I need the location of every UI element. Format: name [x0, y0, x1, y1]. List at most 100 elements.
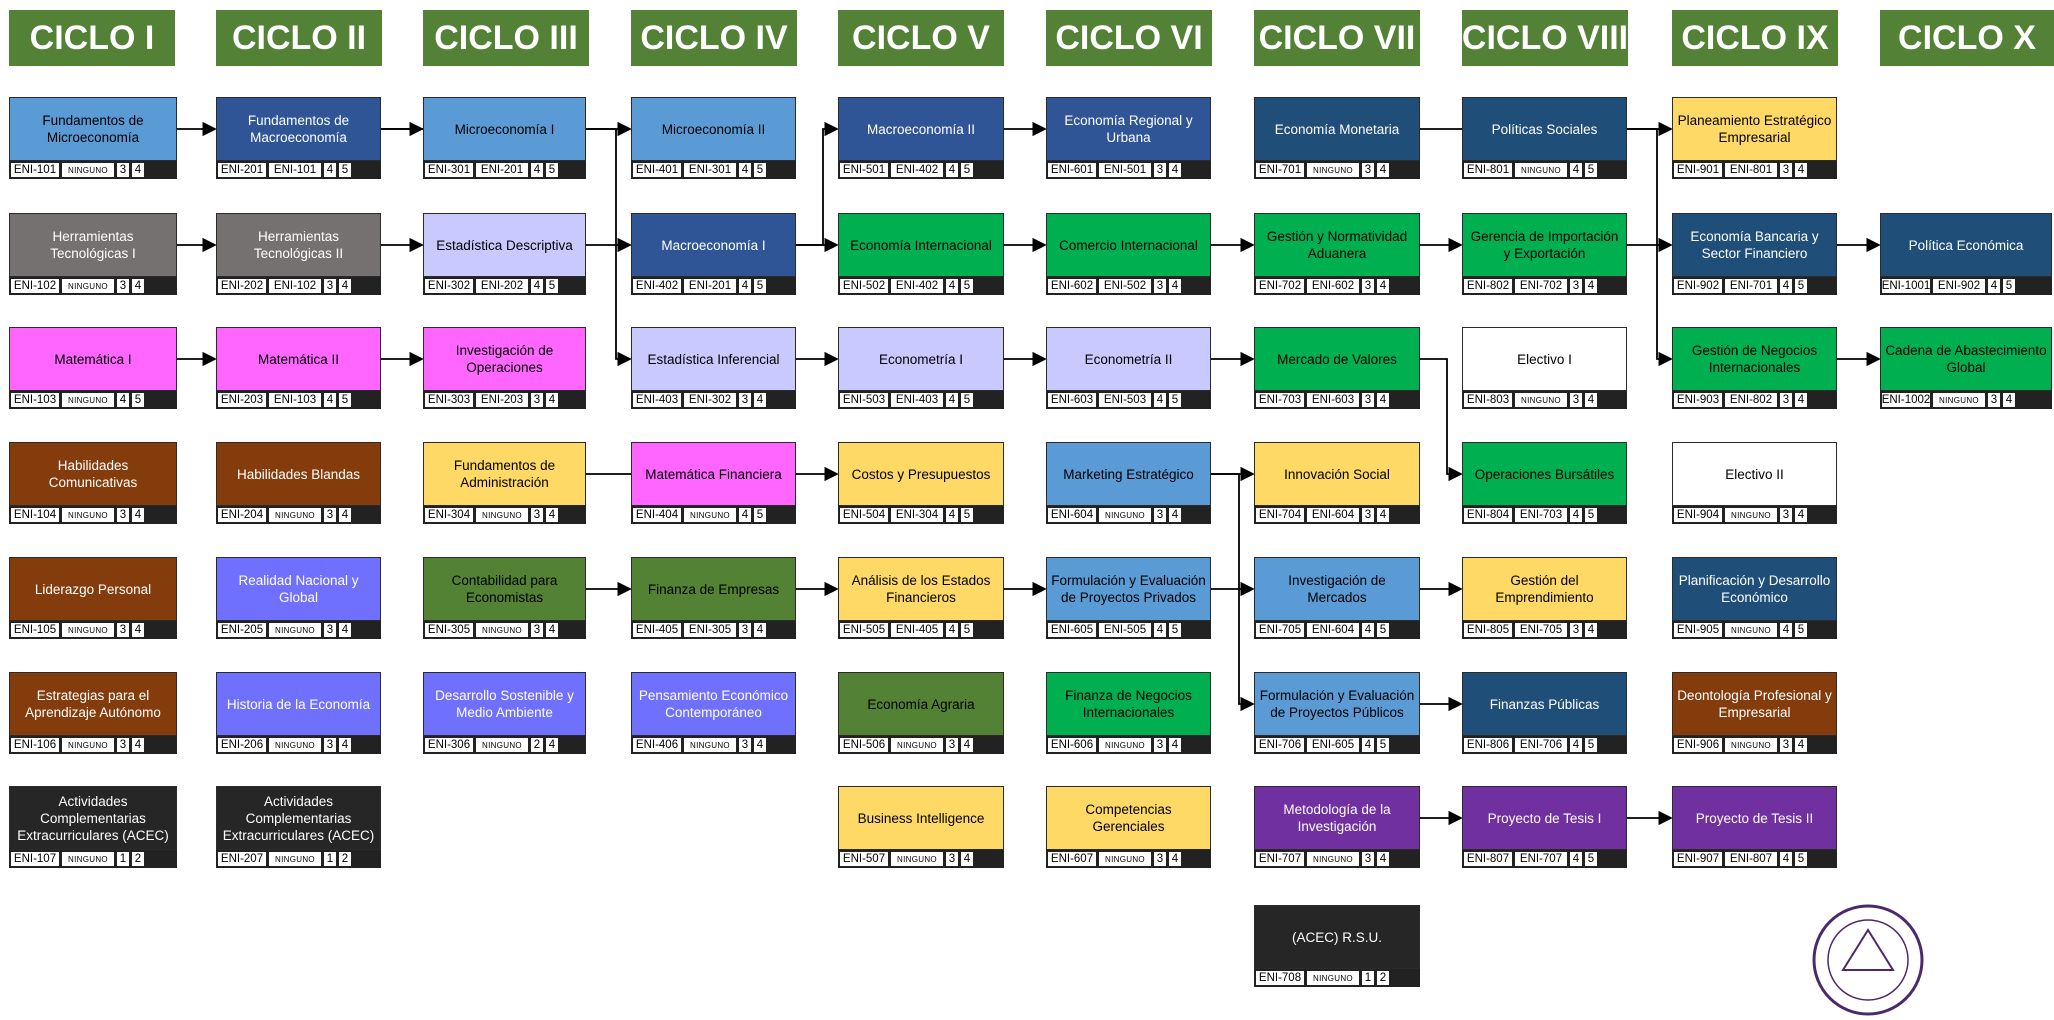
prerequisite-arrow [796, 121, 839, 246]
prerequisite-code: ENI-501 [1098, 162, 1152, 178]
course-code: ENI-207 [217, 851, 267, 867]
credits-value: 4 [945, 278, 959, 294]
prerequisite-code: ENI-807 [1724, 851, 1778, 867]
course-name: Deontología Profesional y Empresarial [1672, 672, 1837, 736]
course-name: Estadística Descriptiva [423, 213, 586, 277]
credits-value: 3 [1153, 507, 1167, 523]
prerequisite-code: NINGUNO [61, 507, 115, 523]
course-code: ENI-505 [839, 622, 889, 638]
course-card[interactable]: Estrategias para el Aprendizaje Autónomo… [9, 672, 177, 754]
course-code: ENI-306 [424, 737, 474, 753]
university-seal [1812, 904, 1924, 1016]
prerequisite-code: NINGUNO [268, 507, 322, 523]
course-code: ENI-606 [1047, 737, 1097, 753]
course-code: ENI-707 [1255, 851, 1305, 867]
course-name: Marketing Estratégico [1046, 442, 1211, 506]
prerequisite-code: NINGUNO [268, 851, 322, 867]
prerequisite-code: ENI-703 [1514, 507, 1568, 523]
course-name: Microeconomía II [631, 97, 796, 161]
course-code: ENI-1002 [1881, 392, 1931, 408]
prerequisite-code: NINGUNO [1724, 622, 1778, 638]
course-card[interactable]: Formulación y Evaluación de Proyectos Pr… [1046, 557, 1211, 639]
course-code: ENI-101 [10, 162, 60, 178]
credits-value: 3 [1569, 622, 1583, 638]
hours-value: 4 [1794, 162, 1808, 178]
hours-value: 5 [2002, 278, 2016, 294]
course-name: (ACEC) R.S.U. [1254, 905, 1420, 969]
course-card[interactable]: Actividades Complementarias Extracurricu… [9, 786, 177, 868]
course-card[interactable]: Formulación y Evaluación de Proyectos Pú… [1254, 672, 1420, 754]
cycle-header: CICLO IX [1672, 10, 1838, 66]
course-name: Proyecto de Tesis I [1462, 786, 1627, 850]
course-card[interactable]: Actividades Complementarias Extracurricu… [216, 786, 381, 868]
hours-value: 4 [1584, 392, 1598, 408]
course-code: ENI-902 [1673, 278, 1723, 294]
hours-value: 4 [1794, 737, 1808, 753]
